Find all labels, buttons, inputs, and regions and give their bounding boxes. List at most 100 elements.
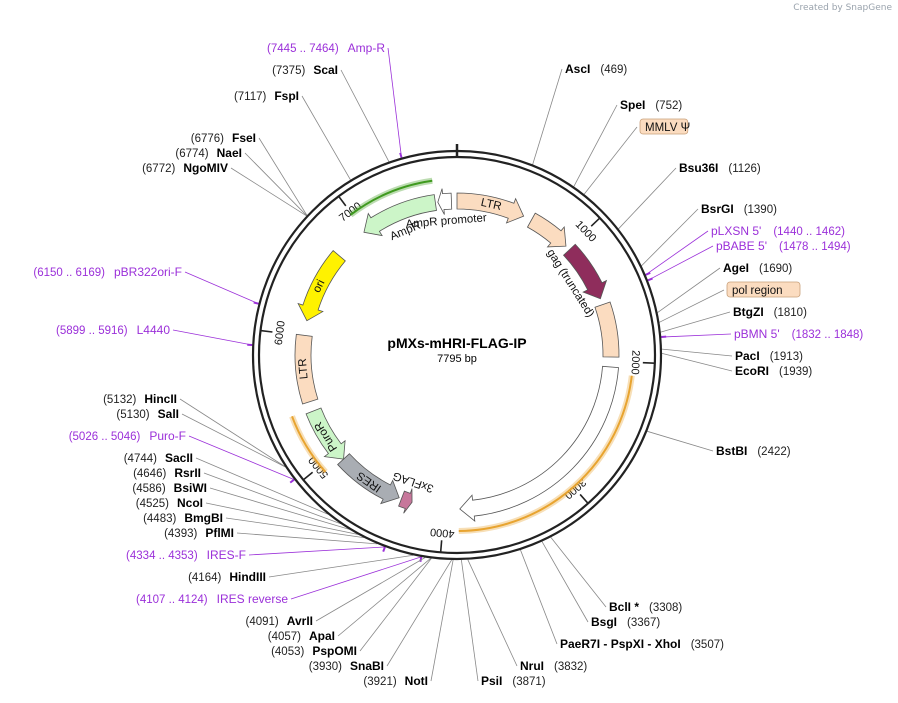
leader-plxsn-5 [645,230,709,276]
leader-noti [430,559,454,682]
feature-mmlv-psi [526,212,567,248]
label-hindiii: (4164)HindIII [188,570,266,584]
feature-ampr-promoter [437,188,453,215]
label-pbmn-5: pBMN 5'(1832 .. 1848) [734,327,863,341]
leader-nrui [467,559,518,667]
leader-sali [181,413,286,468]
tick-label-4000: 4000 [430,525,455,539]
primer-mark-plxsn-5 [645,271,651,276]
box-mmlv [639,118,689,135]
primer-mark-pbabe-5 [647,277,653,282]
feature-arcs [289,177,635,534]
label-ncoi: (4525)NcoI [136,496,203,510]
leader-puro-f [188,435,295,480]
amp-arc [350,179,433,216]
label-bcli: BclI *(3308) [609,600,682,614]
feature-label-3xflag: 3xFLAG [391,469,435,494]
label-fspi: (7117)FspI [234,89,299,103]
label-paci: PacI(1913) [735,349,803,363]
label-l4440: (5899 .. 5916)L4440 [56,323,170,337]
leader-bcli [550,537,607,608]
leader-fsei [258,137,308,216]
label-agei: AgeI(1690) [723,261,792,275]
leader-hincii [179,398,286,467]
label-ires-reverse: (4107 .. 4124)IRES reverse [136,592,288,606]
feature-gag-truncated [562,243,608,300]
label-pbabe-5: pBABE 5'(1478 .. 1494) [716,239,851,253]
label-plxsn-5: pLXSN 5'(1440 .. 1462) [711,224,845,238]
snapgene-credit: Created by SnapGene [793,3,892,13]
label-rsrii: (4646)RsrII [133,466,201,480]
leader-lines [172,47,733,682]
label-naei: (6774)NaeI [175,146,242,160]
box-label-mmlv: MMLV Ψ [645,122,690,134]
label-scai: (7375)ScaI [272,63,338,77]
label-btgzi: BtgZI(1810) [733,305,807,319]
feature-gag-tail [594,301,620,358]
primer-mark-puro-f [289,478,295,484]
primer-mark-ires-reverse [419,556,423,562]
label-bsu36i: Bsu36I(1126) [679,161,761,175]
leader-naei [244,152,307,216]
label-pflmi: (4393)PflMI [164,526,234,540]
feature-puror [305,407,346,460]
orange-arc-1 [458,375,633,532]
tick-3000 [579,493,589,504]
feature-label-ltr-5: LTR [480,197,503,213]
plasmid-size: 7795 bp [437,353,477,365]
label-bstbi: BstBI(2422) [716,444,791,458]
label-spei: SpeI(752) [620,98,682,112]
leader-amp-r [387,47,402,158]
label-amp-r: (7445 .. 7464)Amp-R [267,41,385,55]
primer-mark-ires-f [382,546,386,552]
leader-ncoi [205,502,358,535]
feature-ltr-3 [294,333,319,405]
leader-fspi [301,95,351,181]
leader-pbr322ori-f [184,271,259,305]
leader-mmlv [583,126,638,195]
label-snabi: (3930)SnaBI [309,659,384,673]
leader-paer7i-pspxi-xhoi [520,549,558,645]
label-avrii: (4091)AvrII [246,614,313,628]
primer-mark-pbr322ori-f [253,301,259,305]
tick-label-6000: 6000 [273,320,288,346]
primer-mark-amp-r [399,152,403,158]
label-nrui: NruI(3832) [520,659,587,673]
label-pspomi: (4053)PspOMI [271,644,357,658]
feature-label-ampr-promoter: AmpR promoter [405,212,487,231]
tick-6000 [260,329,273,333]
tick-4000 [439,540,443,553]
feature-pol-region [459,365,619,522]
label-sacii: (4744)SacII [124,451,193,465]
leader-psii [460,559,479,682]
leader-pspomi [359,558,432,652]
tick-7000 [337,195,347,207]
leader-bsgi [541,541,589,623]
leader-apai [337,558,431,637]
feature-ori [297,250,346,322]
label-apai: (4057)ApaI [268,629,335,643]
leader-ires-reverse [290,556,422,600]
leader-paci [661,348,733,357]
feature-3xflag [398,488,413,514]
label-asci: AscI(469) [565,62,627,76]
leader-avrii [315,557,426,622]
leader-pbabe-5 [647,245,714,281]
tick-5000 [302,471,314,481]
feature-label-ltr-3: LTR [297,358,311,380]
label-ecori: EcoRI(1939) [735,364,812,378]
leader-hindiii [268,554,414,578]
leader-ngomiv [230,167,307,217]
label-ires-f: (4334 .. 4353)IRES-F [126,548,246,562]
leader-ires-f [248,546,385,556]
label-sali: (5130)SalI [116,407,179,421]
box-label-pol-region: pol region [732,285,783,297]
leader-pbmn-5 [661,333,732,338]
label-puro-f: (5026 .. 5046)Puro-F [69,429,186,443]
box-pol-region [726,281,801,298]
leader-spei [573,104,618,187]
label-ngomiv: (6772)NgoMIV [142,161,228,175]
label-noti: (3921)NotI [363,674,428,688]
tick-1000 [590,217,601,227]
